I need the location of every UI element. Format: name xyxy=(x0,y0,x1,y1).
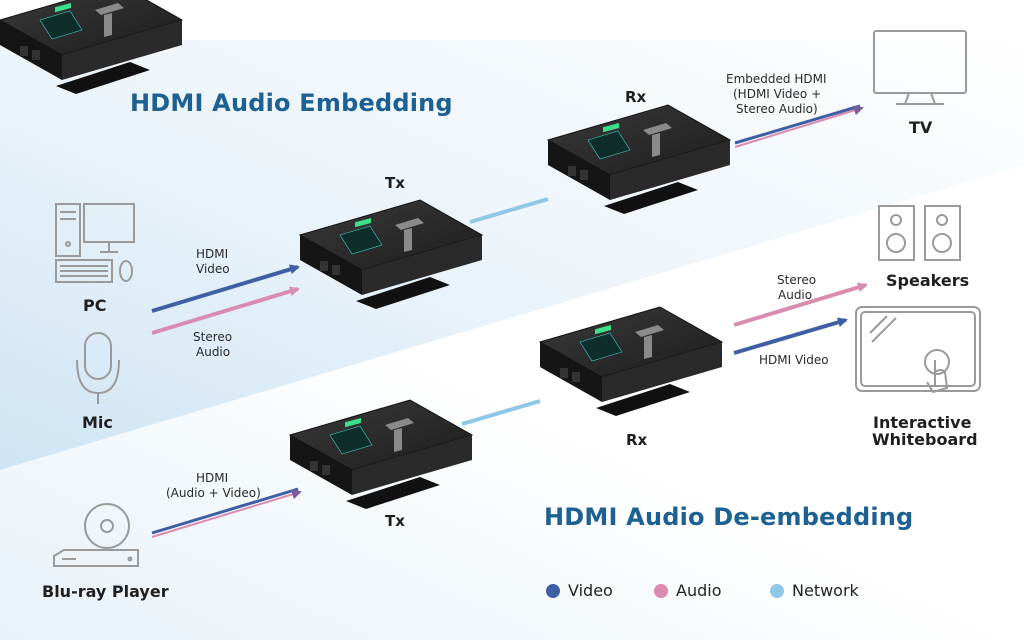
deembedding-title: HDMI Audio De-embedding xyxy=(544,503,914,531)
legend-network: Network xyxy=(770,581,859,600)
network-line-top xyxy=(469,197,549,224)
legend-video-dot xyxy=(546,583,560,598)
bluray-arrow-b xyxy=(151,489,302,538)
legend-audio-label: Audio xyxy=(676,581,722,600)
bluray-icon xyxy=(53,503,139,567)
pc-video-label-2: Video xyxy=(196,262,230,276)
whiteboard-icon xyxy=(855,306,981,394)
speakers-audio-label-1: Stereo xyxy=(777,273,817,287)
pc-video-arrow xyxy=(151,264,300,313)
tv-embedded-label-3: Stereo Audio) xyxy=(736,102,818,116)
mic-audio-arrow xyxy=(151,286,300,335)
rx-top-label: Rx xyxy=(625,88,647,106)
speakers-audio-label-2: Audio xyxy=(778,288,813,302)
rx-bottom-label: Rx xyxy=(626,431,648,449)
pc-icon xyxy=(55,203,135,283)
legend-network-label: Network xyxy=(792,581,859,600)
bluray-label-1: HDMI xyxy=(196,471,229,485)
tv-icon xyxy=(873,30,967,105)
pc-label: PC xyxy=(83,296,107,315)
whiteboard-label-2: Whiteboard xyxy=(872,430,978,449)
legend-video: Video xyxy=(546,581,613,600)
tx-top-label: Tx xyxy=(385,174,405,192)
tv-embedded-arrow-a xyxy=(734,104,861,145)
legend-video-label: Video xyxy=(568,581,613,600)
mic-audio-label-2: Audio xyxy=(196,345,231,359)
legend-audio: Audio xyxy=(654,581,721,600)
speakers-icon xyxy=(878,205,961,261)
whiteboard-video-arrow xyxy=(733,317,848,355)
tx-bottom-label: Tx xyxy=(385,512,405,530)
pc-video-label-1: HDMI xyxy=(196,247,229,261)
mic-icon xyxy=(76,332,120,404)
speakers-audio-arrow xyxy=(733,282,868,327)
whiteboard-label-1: Interactive xyxy=(873,413,972,432)
legend-audio-dot xyxy=(654,583,668,598)
whiteboard-video-label: HDMI Video xyxy=(759,353,829,367)
legend-network-dot xyxy=(770,583,784,598)
embedding-title: HDMI Audio Embedding xyxy=(130,89,453,117)
bluray-arrow-a xyxy=(151,487,299,535)
speakers-label: Speakers xyxy=(886,271,970,290)
tv-label: TV xyxy=(909,118,933,137)
tv-embedded-arrow-b xyxy=(734,105,864,148)
mic-audio-label-1: Stereo xyxy=(193,330,233,344)
tv-embedded-label-1: Embedded HDMI xyxy=(726,72,827,86)
bluray-label-2: (Audio + Video) xyxy=(166,486,261,500)
mic-label: Mic xyxy=(82,413,113,432)
bluray-label: Blu-ray Player xyxy=(42,582,169,601)
tv-embedded-label-2: (HDMI Video + xyxy=(733,87,822,101)
network-line-bottom xyxy=(461,399,541,426)
